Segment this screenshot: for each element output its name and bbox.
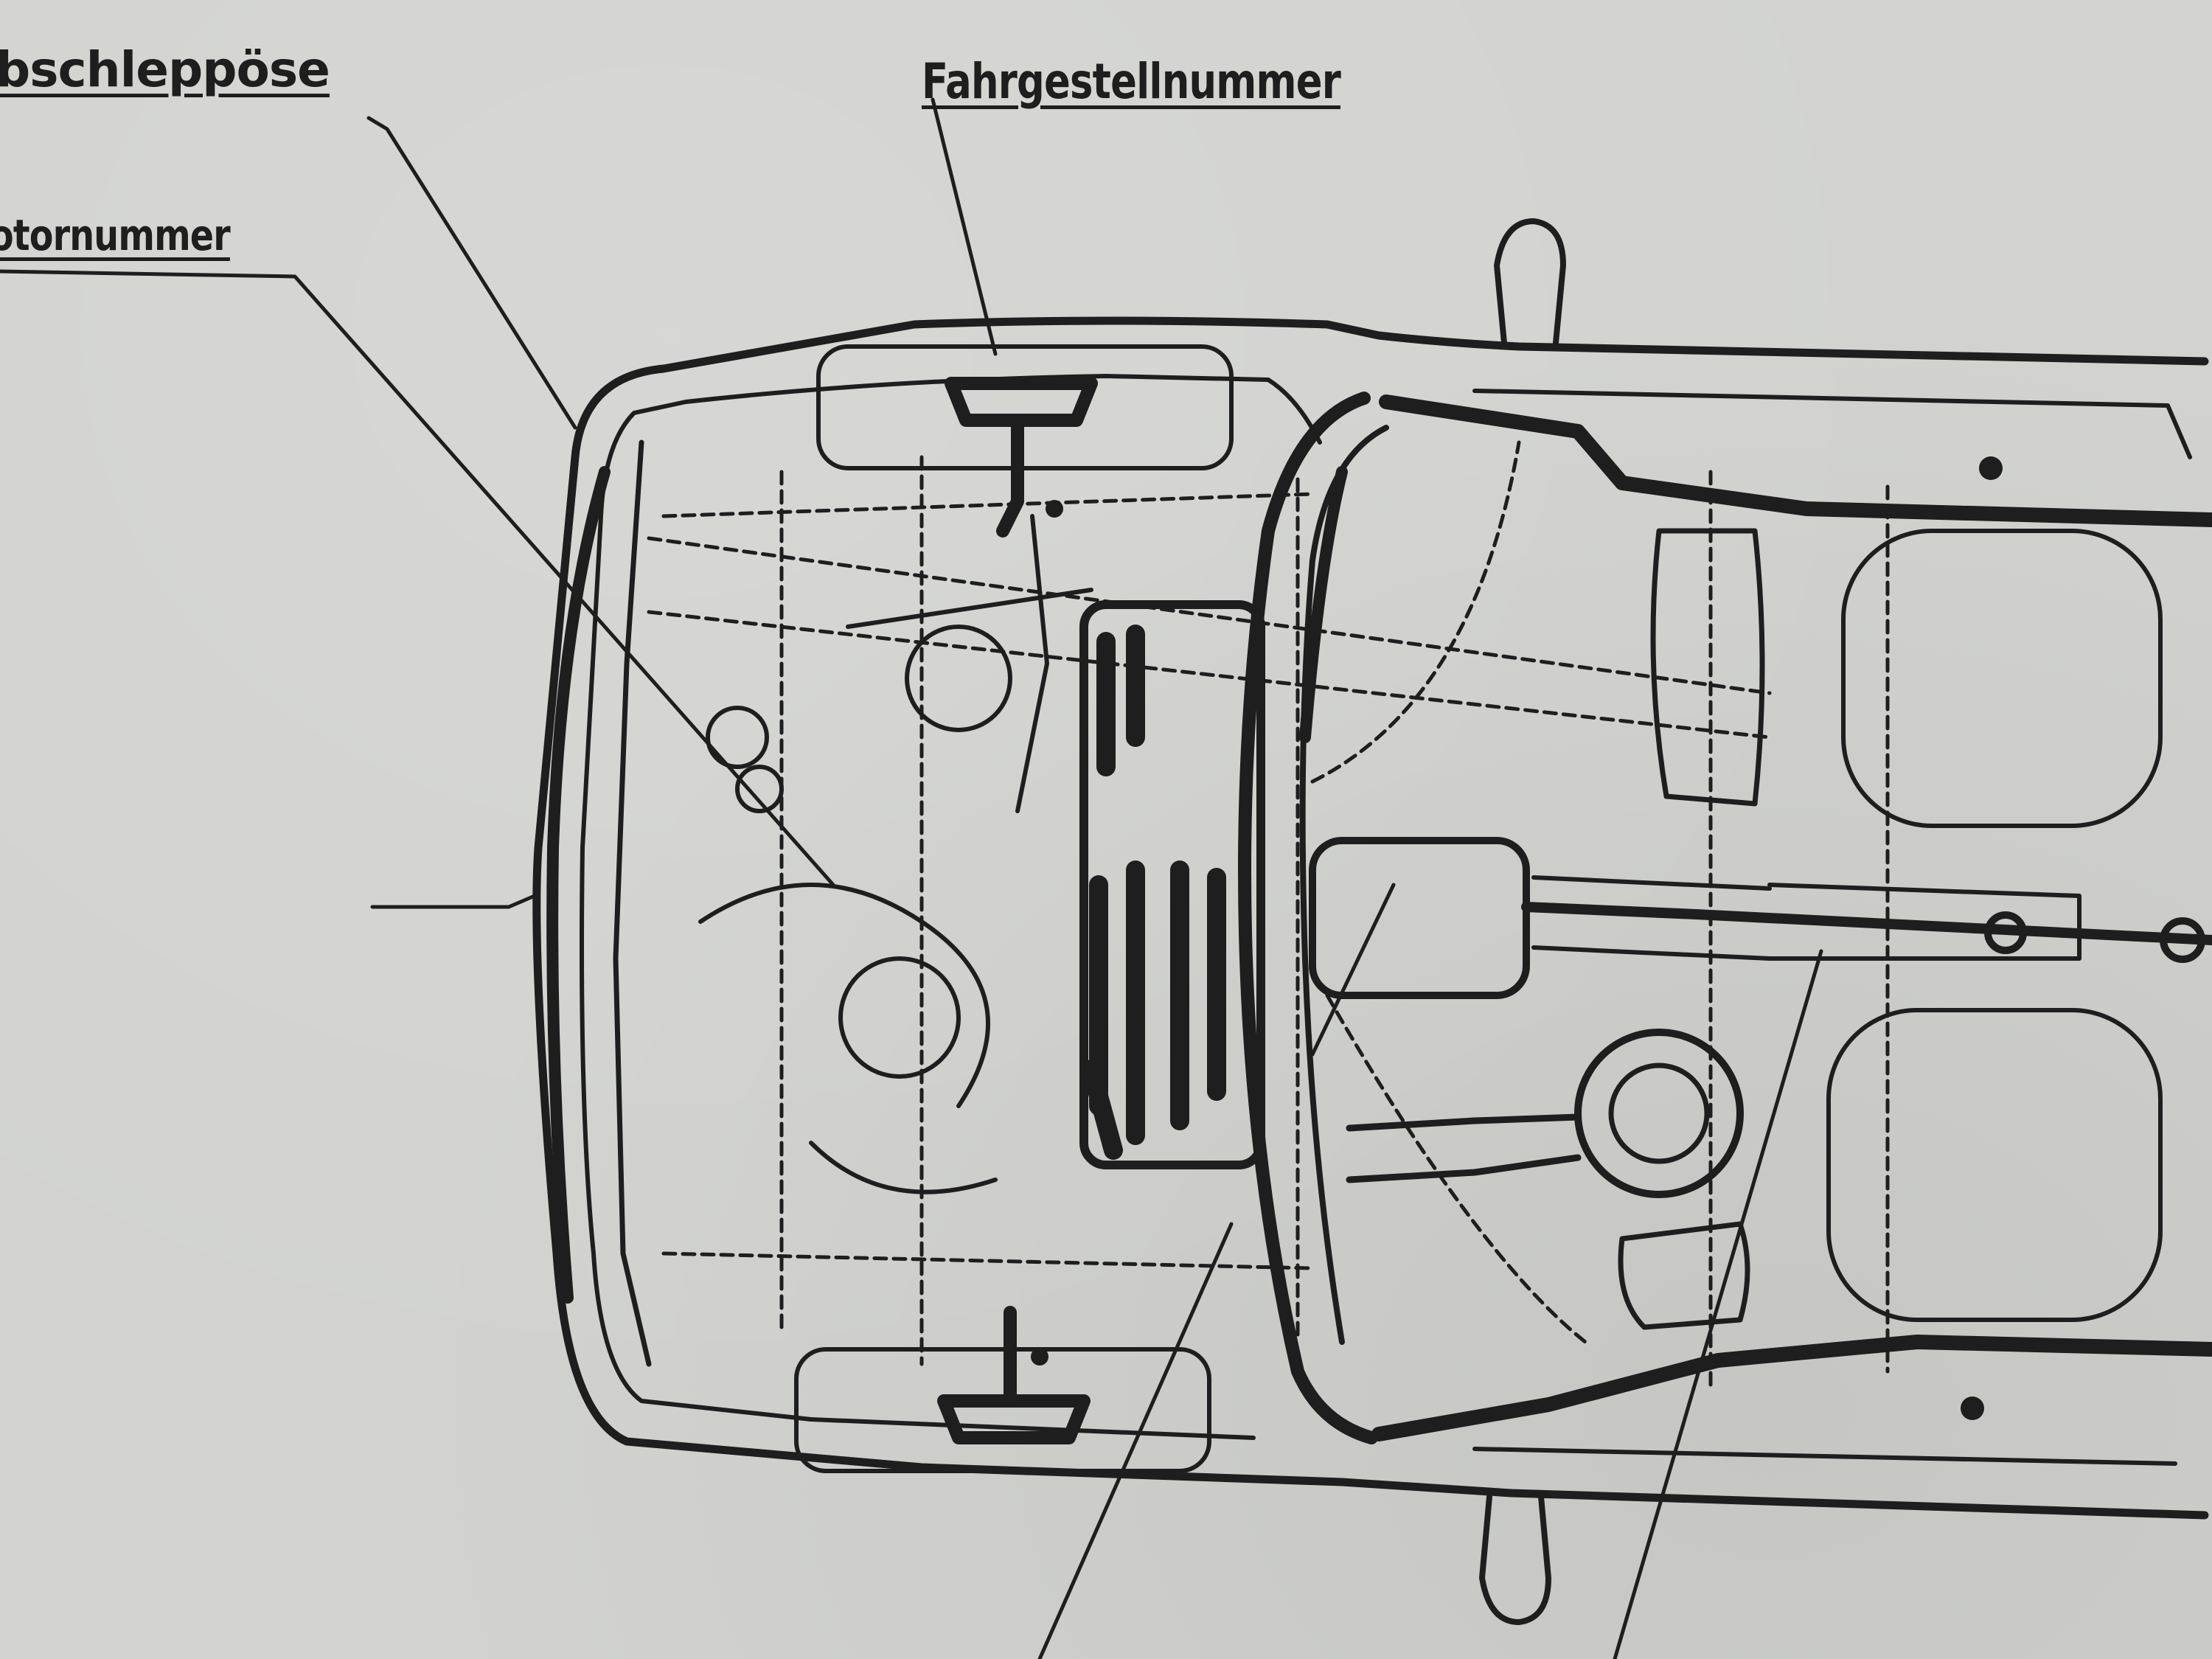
engine-bay-detail: [698, 514, 1093, 1194]
windscreen-frame-inner: [1299, 425, 1389, 1345]
roof-rail-bottom: [1371, 1335, 2212, 1441]
leader-line-engine-number: [0, 269, 835, 887]
roof-rail-top-inner: [1472, 389, 2192, 459]
car-body-outline: [532, 316, 2209, 1520]
driveshaft-joint: [1984, 911, 2027, 954]
fixing-points: [1031, 456, 2003, 1420]
chassis-number-label: Fahrgestellnummer: [922, 53, 1341, 110]
steering-wheel-outer: [1574, 1029, 1744, 1198]
wheel-front-top: [816, 344, 1234, 470]
seat-front-bottom: [1618, 1221, 1750, 1330]
engine-block-hatching: [1082, 625, 1226, 1160]
wheel-rear-bottom: [1826, 1008, 2163, 1322]
engine-block: [1079, 600, 1265, 1169]
front-suspension-top: [945, 377, 1098, 538]
leader-line-gearbox: [1310, 883, 1396, 1057]
steering-column: [1346, 1113, 1582, 1183]
front-suspension-bottom: [937, 1306, 1091, 1444]
driveshaft-outline: [1531, 875, 2081, 961]
mirror-bottom: [1479, 1494, 1551, 1625]
leader-line-bottom-left: [1037, 1222, 1234, 1659]
leader-line-left-pointer: [370, 894, 537, 909]
wheel-rear-top: [1841, 529, 2163, 828]
front-bumper: [546, 466, 611, 1304]
leader-line-chassis-number: [931, 97, 998, 356]
roof-rail-top: [1379, 394, 2212, 527]
front-bumper-inner: [613, 439, 652, 1367]
windscreen-wiper-side: [1299, 466, 1348, 743]
roof-rail-bottom-inner: [1472, 1447, 2177, 1466]
driveshaft: [1521, 902, 2212, 945]
engine-number-label: otornummer: [0, 210, 231, 260]
leader-line-towing-eye: [366, 116, 577, 430]
rear-diff-joint: [2160, 917, 2205, 963]
gearbox: [1309, 837, 1530, 999]
wheel-front-bottom: [794, 1347, 1211, 1473]
steering-wheel-inner: [1608, 1062, 1710, 1164]
leader-line-bottom-right: [1613, 949, 1823, 1659]
towing-eye-label: bschleppöse: [0, 41, 330, 98]
mirror-top: [1494, 218, 1566, 346]
internal-dashed-structure: [647, 440, 1890, 1388]
seat-front-top: [1650, 528, 1765, 807]
